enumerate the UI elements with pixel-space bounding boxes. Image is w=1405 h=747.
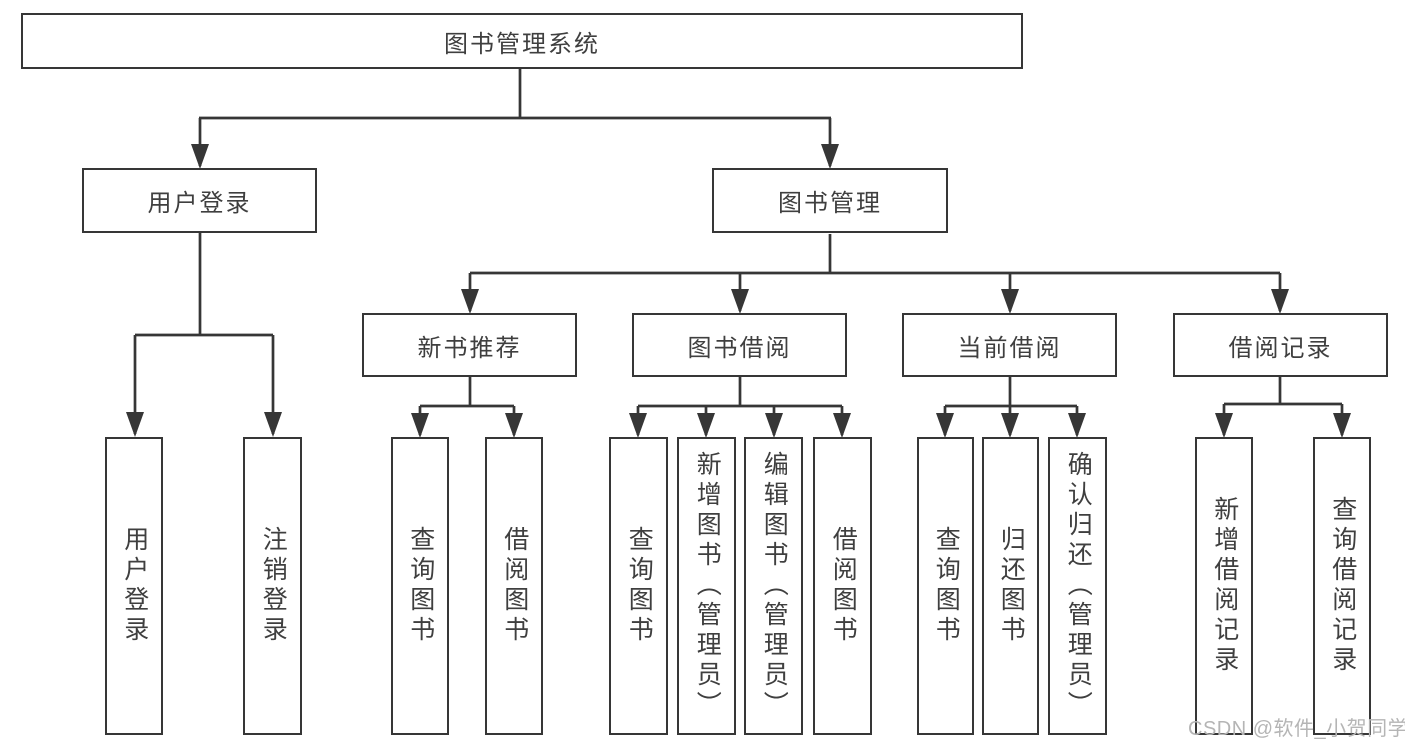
node-label: 当前借阅 bbox=[957, 334, 1062, 362]
node-label: 图书管理 bbox=[778, 190, 882, 217]
connector-line bbox=[1222, 377, 1344, 435]
arrow-head bbox=[1333, 413, 1351, 438]
leaf-logout: 注销登录 bbox=[243, 437, 302, 735]
arrow-head bbox=[1001, 413, 1019, 438]
connector-current-borrow-children bbox=[936, 377, 1086, 438]
leaf-add-borrow-record: 新增借阅记录 bbox=[1195, 437, 1253, 735]
connector-line bbox=[468, 234, 1282, 311]
leaf-confirm-return-admin: 确认归还（管理员） bbox=[1048, 437, 1107, 735]
node-user-login: 用户登录 bbox=[82, 168, 317, 233]
leaf-edit-books-admin: 编辑图书（管理员） bbox=[744, 437, 803, 735]
arrow-head bbox=[833, 413, 851, 438]
connector-new-book-recommend-children bbox=[411, 377, 523, 438]
node-label: 查询图书 bbox=[625, 526, 654, 646]
node-label: 新书推荐 bbox=[417, 334, 522, 362]
arrow-head bbox=[1068, 413, 1086, 438]
node-book-borrow: 图书借阅 bbox=[632, 313, 847, 377]
leaf-return-books: 归还图书 bbox=[982, 437, 1039, 735]
node-label: 归还图书 bbox=[997, 526, 1026, 646]
node-label: 用户登录 bbox=[120, 526, 149, 646]
connector-line bbox=[943, 377, 1079, 435]
arrow-head bbox=[126, 412, 144, 437]
leaf-query-borrow-record: 查询借阅记录 bbox=[1313, 437, 1371, 735]
node-book-management: 图书管理 bbox=[712, 168, 948, 233]
connector-borrow-records-children bbox=[1215, 377, 1351, 438]
arrow-head bbox=[1001, 289, 1019, 314]
connector-line bbox=[198, 69, 832, 166]
arrow-head bbox=[629, 413, 647, 438]
node-label: 用户登录 bbox=[147, 190, 252, 217]
arrow-head bbox=[264, 412, 282, 437]
leaf-query-books-recommend: 查询图书 bbox=[391, 437, 449, 735]
node-label: 借阅图书 bbox=[829, 526, 858, 646]
arrow-head bbox=[821, 144, 839, 169]
arrow-head bbox=[505, 413, 523, 438]
node-label: 查询图书 bbox=[932, 526, 961, 646]
node-label: 查询图书 bbox=[406, 526, 435, 646]
node-label: 新增借阅记录 bbox=[1210, 496, 1239, 676]
connector-line bbox=[418, 377, 516, 435]
arrow-head bbox=[697, 413, 715, 438]
node-label: 确认归还（管理员） bbox=[1064, 451, 1093, 721]
node-label: 图书借阅 bbox=[687, 334, 792, 362]
connector-line bbox=[133, 233, 275, 434]
arrow-head bbox=[731, 289, 749, 314]
connector-user-login-children bbox=[126, 233, 282, 437]
node-current-borrow: 当前借阅 bbox=[902, 313, 1117, 377]
arrow-head bbox=[461, 289, 479, 314]
arrow-head bbox=[411, 413, 429, 438]
arrow-head bbox=[1215, 413, 1233, 438]
arrow-head bbox=[1271, 289, 1289, 314]
node-label: 新增图书（管理员） bbox=[693, 451, 722, 721]
arrow-head bbox=[936, 413, 954, 438]
connector-book-management-children bbox=[461, 234, 1289, 314]
node-library-management-system: 图书管理系统 bbox=[21, 13, 1023, 69]
arrow-head bbox=[191, 144, 209, 169]
csdn-watermark: CSDN @软件_小贺同学 bbox=[1188, 718, 1405, 740]
leaf-query-books-current: 查询图书 bbox=[917, 437, 974, 735]
node-label: 查询借阅记录 bbox=[1328, 496, 1357, 676]
leaf-user-login: 用户登录 bbox=[105, 437, 163, 735]
leaf-borrow-books: 借阅图书 bbox=[813, 437, 872, 735]
node-label: 图书管理系统 bbox=[444, 30, 600, 58]
node-borrow-records: 借阅记录 bbox=[1173, 313, 1388, 377]
node-label: 编辑图书（管理员） bbox=[760, 451, 789, 721]
leaf-query-books-borrow: 查询图书 bbox=[609, 437, 668, 735]
node-label: 借阅记录 bbox=[1228, 334, 1333, 362]
leaf-add-books-admin: 新增图书（管理员） bbox=[677, 437, 736, 735]
arrow-head bbox=[765, 413, 783, 438]
node-label: 注销登录 bbox=[259, 526, 288, 646]
connector-root-to-level2 bbox=[191, 69, 839, 169]
connector-line bbox=[636, 377, 844, 435]
connector-book-borrow-children bbox=[629, 377, 851, 438]
node-new-book-recommend: 新书推荐 bbox=[362, 313, 577, 377]
node-label: 借阅图书 bbox=[500, 526, 529, 646]
leaf-borrow-books-recommend: 借阅图书 bbox=[485, 437, 543, 735]
